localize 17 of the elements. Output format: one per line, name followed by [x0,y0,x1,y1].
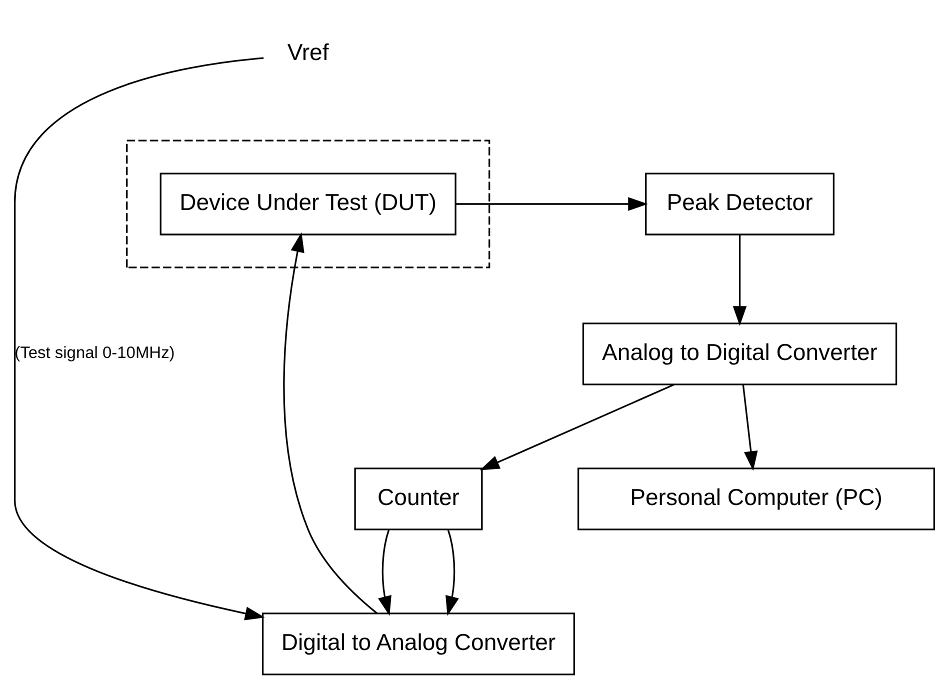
node-box: Digital to Analog Converter [262,612,575,675]
arrow [283,232,378,614]
node-text: Vref [287,38,329,65]
arrow [446,529,459,616]
node-box: Device Under Test (DUT) [160,172,456,235]
arrow [732,234,747,326]
cluster [126,139,490,268]
arrow [456,196,648,210]
arrow [378,529,392,616]
node-box: Analog to Digital Converter [582,322,898,385]
node-box: Peak Detector [645,172,834,235]
arrow [14,56,265,620]
node-box: Counter [354,467,483,530]
arrow [480,383,674,470]
node-box: Personal Computer (PC) [577,467,936,530]
edge-label: (Test signal 0-10MHz) [14,344,175,362]
arrow [742,384,758,470]
